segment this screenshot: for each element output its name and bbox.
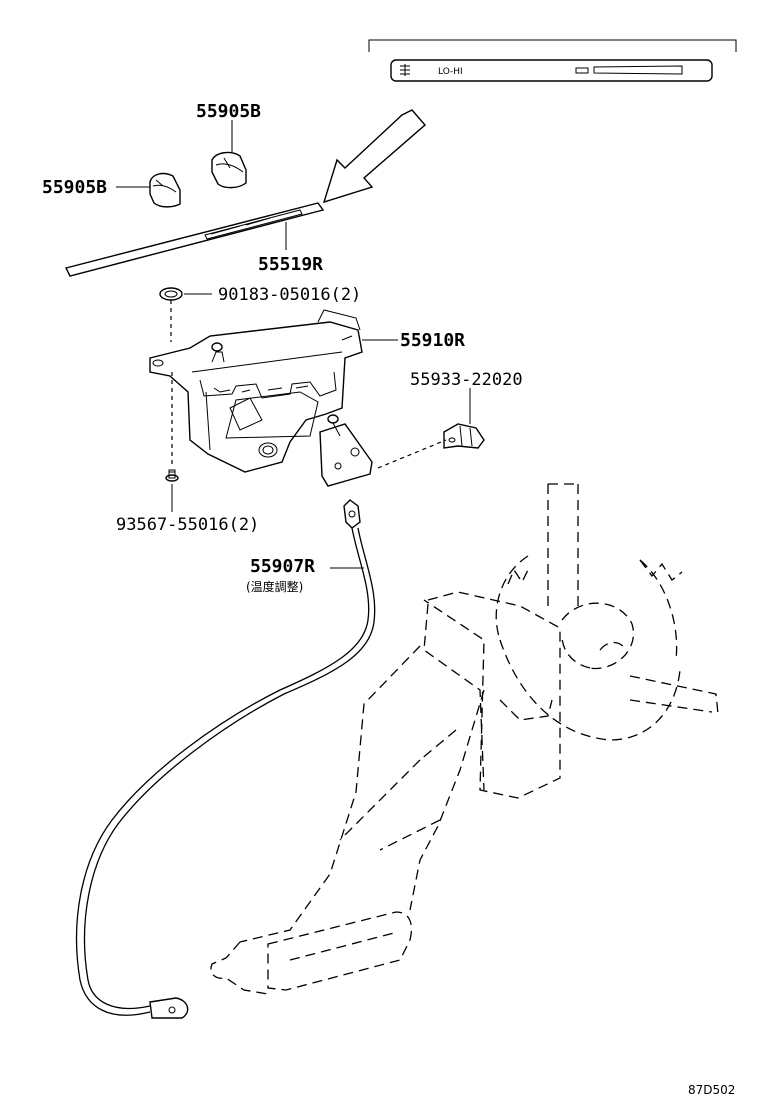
control-bracket	[149, 309, 373, 487]
reference-bracket-line	[368, 39, 737, 52]
label-bracket: 55910R	[400, 330, 465, 351]
label-knob-top: 55905B	[196, 101, 261, 122]
switch	[443, 423, 485, 449]
screw	[165, 469, 179, 482]
knob-left	[149, 172, 181, 208]
label-cable: 55907R	[250, 556, 315, 577]
heater-unit-dashed	[210, 483, 719, 995]
label-clip: 90183-05016(2)	[218, 285, 361, 305]
label-knob-left: 55905B	[42, 177, 107, 198]
label-cable-note: (温度調整)	[246, 579, 303, 594]
panel-label: LO-HI	[438, 67, 463, 77]
label-switch: 55933-22020	[410, 370, 523, 390]
direction-arrow	[322, 109, 426, 204]
knob-top	[211, 151, 247, 189]
fan-icon	[400, 64, 410, 76]
label-panel-strip: 55519R	[258, 254, 323, 275]
reference-panel: LO-HI	[368, 39, 737, 82]
figure-code: 87D502	[688, 1083, 735, 1097]
clip	[159, 287, 183, 301]
temperature-cable	[75, 499, 376, 1019]
panel-slider-knob	[575, 67, 589, 74]
panel-strip	[64, 202, 325, 277]
panel-slider-track	[593, 65, 683, 75]
control-panel-outline	[390, 59, 713, 82]
label-screw: 93567-55016(2)	[116, 515, 259, 535]
guide-lines	[170, 300, 447, 469]
leader-lines	[116, 120, 471, 569]
